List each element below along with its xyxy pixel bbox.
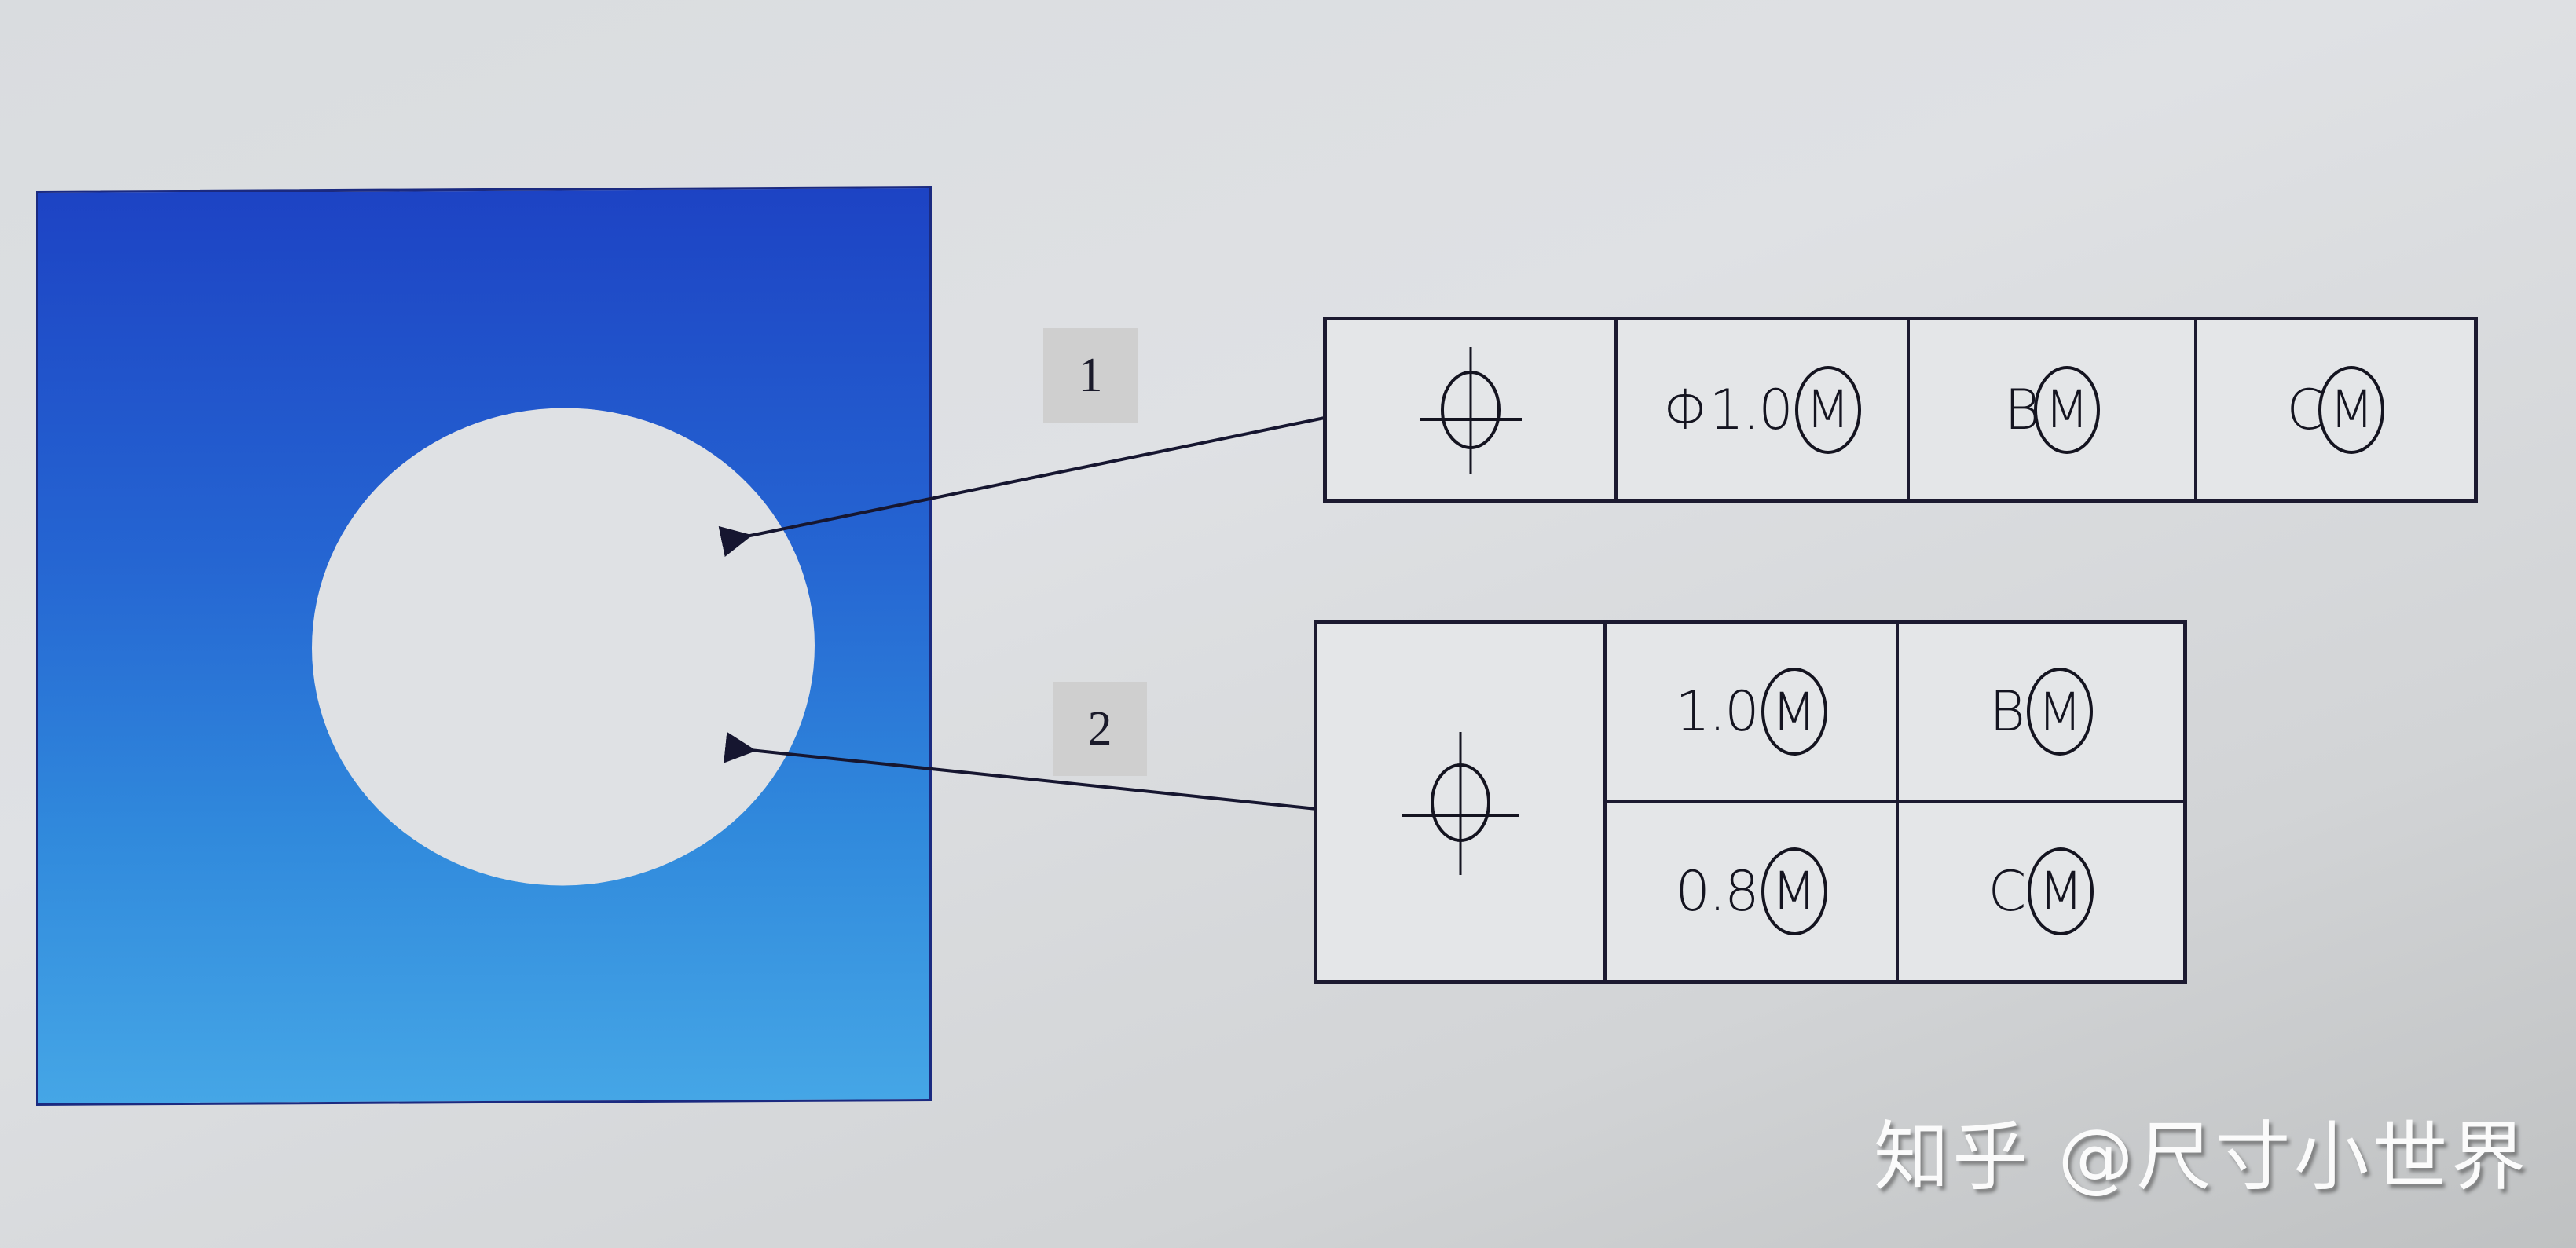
callout-label-2: 2	[1053, 682, 1147, 776]
mmc-modifier-icon: M	[2033, 365, 2100, 454]
tolerance-value: 1.0	[1675, 679, 1759, 745]
position-icon	[1402, 731, 1519, 875]
mmc-modifier-icon: M	[2028, 847, 2094, 935]
leader-line-1	[718, 416, 1325, 558]
fcf1-datum-b-cell: B M	[1910, 320, 2197, 499]
watermark: 知乎 @尺寸小世界	[1874, 1113, 2530, 1201]
fcf2-row1-tolerance-cell: 1.0 M	[1607, 624, 1899, 803]
feature-control-frame-2: 1.0 M B M 0.8 M C M	[1314, 620, 2187, 984]
datum-letter: C	[2286, 377, 2325, 442]
fcf1-symbol-cell	[1327, 320, 1618, 499]
fcf2-row1-datum-cell: B M	[1899, 624, 2183, 803]
fcf2-row2-tolerance-cell: 0.8 M	[1607, 802, 1899, 980]
feature-control-frame-1: Φ1.0 M B M C M	[1323, 317, 2478, 503]
mmc-modifier-icon: M	[2318, 365, 2385, 454]
datum-letter: C	[1988, 858, 2027, 924]
fcf1-tolerance-cell: Φ1.0 M	[1618, 320, 1910, 499]
mmc-modifier-icon: M	[1794, 365, 1861, 454]
mmc-modifier-icon: M	[1761, 668, 1827, 756]
mmc-modifier-icon: M	[2026, 668, 2093, 756]
callout-label-1: 1	[1043, 328, 1138, 423]
fcf2-symbol-cell	[1317, 624, 1607, 980]
position-icon	[1420, 346, 1522, 474]
leader-line-2	[724, 731, 1317, 811]
tolerance-value: Φ1.0	[1663, 377, 1794, 442]
mmc-modifier-icon: M	[1761, 847, 1827, 935]
datum-letter: B	[1989, 679, 2025, 745]
fcf2-row2-datum-cell: C M	[1899, 803, 2183, 981]
tolerance-value: 0.8	[1675, 858, 1759, 924]
fcf1-datum-c-cell: C M	[2197, 320, 2474, 499]
